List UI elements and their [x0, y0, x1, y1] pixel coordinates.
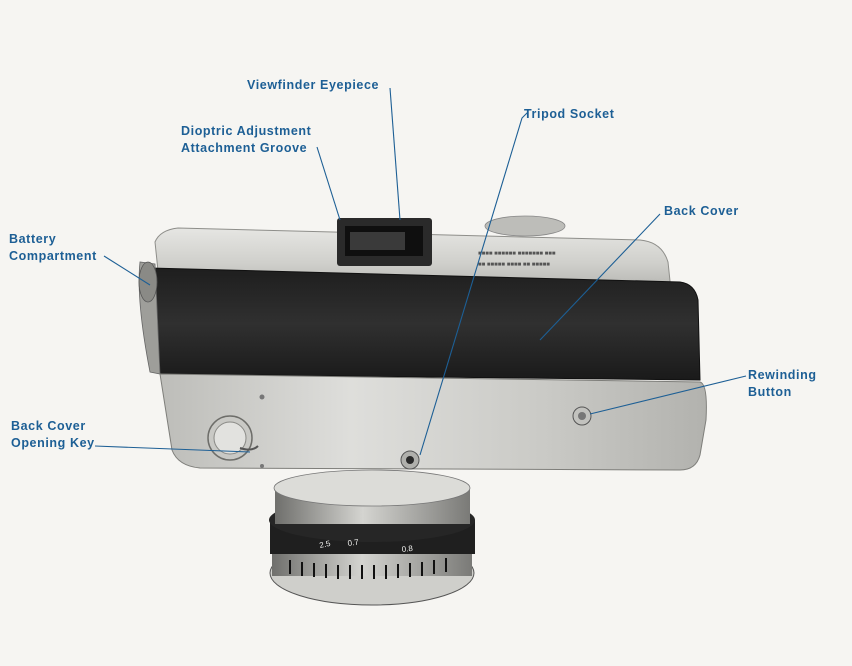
label-battery-compartment: Battery Compartment [9, 231, 97, 265]
tripod-socket [401, 451, 419, 469]
back-cover-leatherette [150, 268, 700, 380]
rewinding-button [573, 407, 591, 425]
label-back-cover-opening-key: Back Cover Opening Key [11, 418, 95, 452]
label-tripod-socket: Tripod Socket [524, 106, 614, 123]
label-rewinding-button: Rewinding Button [748, 367, 817, 401]
svg-text:■■ ■■■■■ ■■■■ ■■ ■■■■■: ■■ ■■■■■ ■■■■ ■■ ■■■■■ [478, 262, 550, 268]
viewfinder-eyepiece [337, 218, 432, 266]
label-back-cover: Back Cover [664, 203, 739, 220]
svg-text:0.8: 0.8 [401, 544, 414, 554]
label-dioptric-adjustment-groove: Dioptric Adjustment Attachment Groove [181, 123, 311, 157]
svg-text:0.7: 0.7 [347, 537, 360, 548]
lens: 2.5 0.7 0.8 [269, 470, 475, 605]
svg-text:■■■■ ■■■■■■ ■■■■■■■ ■■■: ■■■■ ■■■■■■ ■■■■■■■ ■■■ [478, 251, 556, 257]
label-viewfinder-eyepiece: Viewfinder Eyepiece [247, 77, 379, 94]
